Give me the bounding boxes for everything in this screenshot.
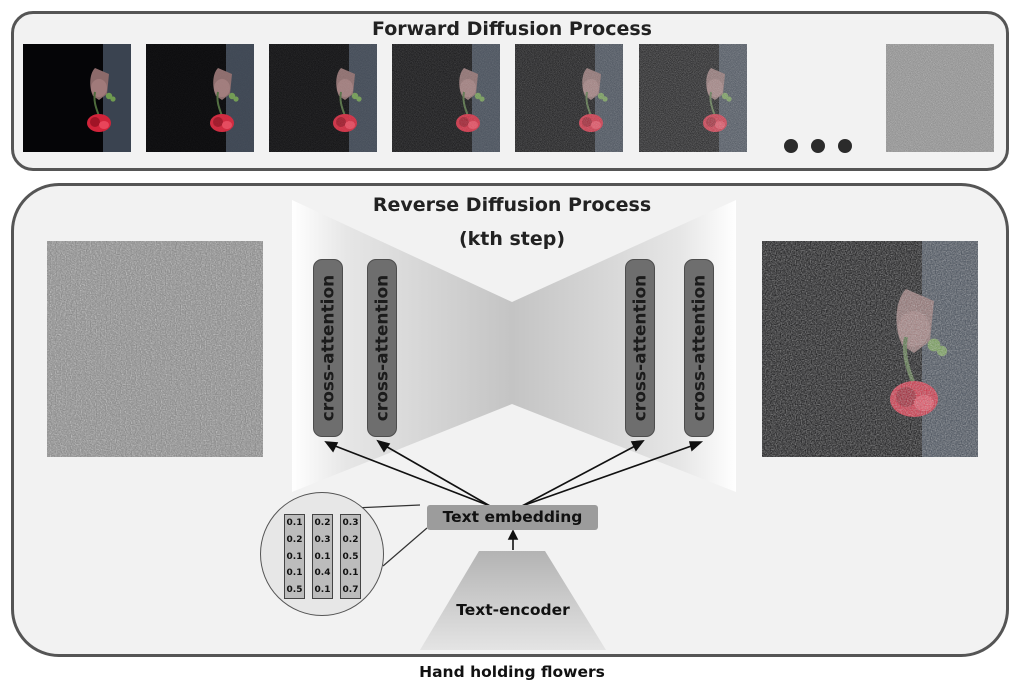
embedding-value: 0.2 [314, 518, 331, 528]
forward-frame-0 [23, 44, 131, 152]
cross-attention-block: cross-attention [313, 259, 343, 437]
text-encoder-label: Text-encoder [456, 601, 570, 619]
embedding-value: 0.3 [314, 534, 331, 545]
forward-frame-2 [269, 44, 377, 152]
cross-attention-label: cross-attention [318, 274, 338, 422]
denoised-output-image [762, 241, 978, 457]
cross-attention-label: cross-attention [630, 274, 650, 422]
forward-frame-3 [392, 44, 500, 152]
cross-attention-label: cross-attention [372, 274, 392, 422]
embedding-value: 0.5 [342, 551, 359, 562]
forward-frame-4 [515, 44, 623, 152]
cross-attention-label: cross-attention [689, 274, 709, 422]
ellipsis-dot [811, 139, 825, 153]
forward-frame-1 [146, 44, 254, 152]
embedding-vector: 0.1 0.2 0.1 0.1 0.5 [284, 514, 305, 599]
ellipsis-dot [784, 139, 798, 153]
embedding-value: 0.1 [286, 518, 303, 528]
embedding-value: 0.1 [286, 551, 303, 562]
diffusion-image [47, 241, 263, 457]
embedding-value: 0.2 [286, 534, 303, 545]
ellipsis-dot [838, 139, 852, 153]
frame-image [269, 44, 377, 152]
frame-image [515, 44, 623, 152]
frame-image [639, 44, 747, 152]
prompt-caption: Hand holding flowers [419, 663, 605, 681]
step-subtitle: (kth step) [458, 228, 566, 250]
text-encoder-shape [420, 551, 606, 650]
embedding-value: 0.5 [286, 585, 303, 596]
cross-attention-block: cross-attention [367, 259, 397, 437]
embedding-value: 0.1 [286, 568, 303, 579]
frame-image [392, 44, 500, 152]
reverse-diffusion-title: Reverse Diffusion Process [372, 194, 652, 216]
embedding-value: 0.1 [314, 585, 331, 596]
embedding-value: 0.1 [342, 568, 359, 579]
frame-image [23, 44, 131, 152]
embedding-vector: 0.2 0.3 0.1 0.4 0.1 [312, 514, 333, 599]
embedding-vector: 0.3 0.2 0.5 0.1 0.7 [340, 514, 361, 599]
embedding-value: 0.1 [314, 551, 331, 562]
forward-frame-final [886, 44, 994, 152]
forward-frame-5 [639, 44, 747, 152]
embedding-value: 0.7 [342, 585, 359, 596]
embedding-value: 0.2 [342, 534, 359, 545]
frame-image [146, 44, 254, 152]
frame-image [886, 44, 994, 152]
forward-diffusion-title: Forward Diffusion Process [372, 18, 652, 40]
embedding-value: 0.4 [314, 568, 331, 579]
diffusion-image [762, 241, 978, 457]
noisy-input-image [47, 241, 263, 457]
embedding-value: 0.3 [342, 518, 359, 528]
cross-attention-block: cross-attention [684, 259, 714, 437]
embedding-magnifier: 0.1 0.2 0.1 0.1 0.5 0.2 0.3 0.1 0.4 0.1 … [260, 492, 384, 616]
text-embedding-box: Text embedding [427, 505, 598, 530]
cross-attention-block: cross-attention [625, 259, 655, 437]
